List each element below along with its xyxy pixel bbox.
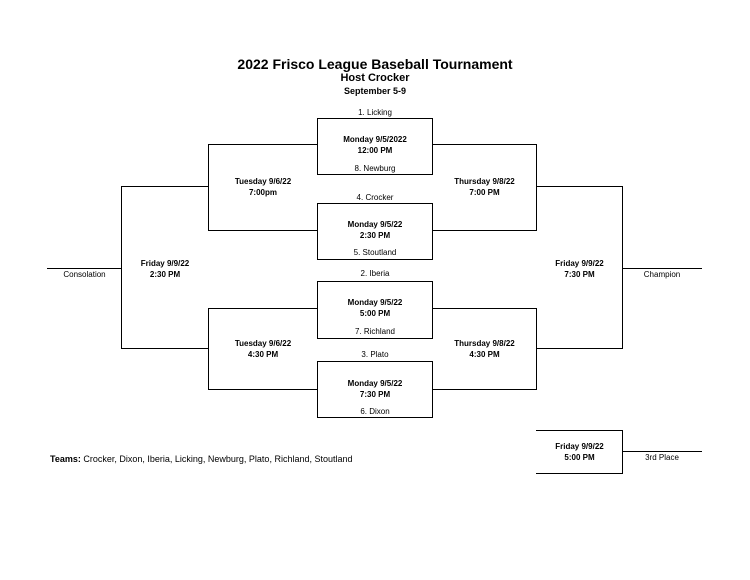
seed-label: 6. Dixon — [360, 407, 390, 416]
game-time: 12:00 PM — [357, 146, 393, 155]
line — [121, 186, 122, 349]
teams-list: Teams: Crocker, Dixon, Iberia, Licking, … — [50, 454, 353, 464]
line — [432, 118, 433, 174]
game-label: Monday 9/5/22 7:30 PM — [317, 378, 433, 400]
game-day: Monday 9/5/22 — [347, 220, 403, 229]
game-time: 7:00 PM — [469, 188, 500, 197]
line — [622, 430, 623, 474]
teams-label: Teams: — [50, 454, 81, 464]
game-day: Thursday 9/8/22 — [454, 339, 515, 348]
game-label: Tuesday 9/6/22 7:00pm — [208, 176, 318, 198]
game-time: 7:00pm — [248, 188, 277, 197]
line — [317, 118, 433, 119]
game-label: Friday 9/9/22 5:00 PM — [536, 441, 623, 463]
game-label: Tuesday 9/6/22 4:30 PM — [208, 338, 318, 360]
game-time: 5:00 PM — [564, 453, 595, 462]
line — [208, 308, 318, 309]
seed-label: 1. Licking — [358, 108, 392, 117]
game-day: Monday 9/5/22 — [347, 298, 403, 307]
game-time: 4:30 PM — [469, 350, 500, 359]
line — [317, 174, 433, 175]
line — [317, 203, 433, 204]
seed-label: 4. Crocker — [356, 193, 394, 202]
line — [208, 144, 209, 230]
line — [208, 230, 318, 231]
game-label: Monday 9/5/22 5:00 PM — [317, 297, 433, 319]
line — [317, 417, 433, 418]
dates-label: September 5-9 — [343, 86, 407, 96]
third-place-label: 3rd Place — [645, 453, 679, 462]
line — [208, 389, 318, 390]
game-label: Thursday 9/8/22 4:30 PM — [432, 338, 537, 360]
line — [317, 118, 318, 174]
line — [432, 230, 537, 231]
game-label: Monday 9/5/2022 12:00 PM — [317, 134, 433, 156]
line — [208, 144, 318, 145]
consolation-label: Consolation — [63, 270, 106, 279]
line — [317, 281, 433, 282]
game-time: 7:30 PM — [359, 390, 391, 399]
game-day: Friday 9/9/22 — [555, 442, 604, 451]
seed-label: 7. Richland — [354, 327, 396, 336]
game-label: Thursday 9/8/22 7:00 PM — [432, 176, 537, 198]
line — [432, 203, 433, 259]
game-label: Friday 9/9/22 2:30 PM — [121, 258, 209, 280]
line — [536, 144, 537, 230]
line — [317, 259, 433, 260]
line — [536, 348, 623, 349]
seed-label: 3. Plato — [361, 350, 389, 359]
line — [47, 268, 122, 269]
line — [317, 281, 318, 338]
game-day: Friday 9/9/22 — [555, 259, 604, 268]
game-day: Friday 9/9/22 — [140, 259, 190, 268]
line — [317, 361, 433, 362]
seed-label: 5. Stoutland — [353, 248, 397, 257]
seed-label: 2. Iberia — [360, 269, 390, 278]
line — [622, 451, 702, 452]
champion-label: Champion — [643, 270, 681, 279]
line — [622, 186, 623, 349]
line — [121, 186, 209, 187]
line — [317, 338, 433, 339]
game-time: 4:30 PM — [247, 350, 279, 359]
game-label: Friday 9/9/22 7:30 PM — [536, 258, 623, 280]
teams-names: Crocker, Dixon, Iberia, Licking, Newburg… — [80, 454, 353, 464]
seed-label: 8. Newburg — [354, 164, 396, 173]
game-time: 5:00 PM — [359, 309, 391, 318]
game-day: Tuesday 9/6/22 — [234, 177, 292, 186]
line — [432, 281, 433, 338]
tournament-title: 2022 Frisco League Baseball Tournament — [237, 56, 513, 72]
game-time: 2:30 PM — [359, 231, 391, 240]
line — [536, 430, 623, 431]
game-label: Monday 9/5/22 2:30 PM — [317, 219, 433, 241]
line — [432, 144, 537, 145]
game-time: 7:30 PM — [564, 270, 595, 279]
game-time: 2:30 PM — [149, 270, 181, 279]
game-day: Tuesday 9/6/22 — [234, 339, 292, 348]
line — [432, 308, 537, 309]
line — [536, 473, 623, 474]
line — [536, 186, 623, 187]
line — [622, 268, 702, 269]
host-label: Host Crocker — [340, 72, 410, 84]
line — [317, 203, 318, 259]
game-day: Thursday 9/8/22 — [454, 177, 515, 186]
line — [432, 389, 537, 390]
game-day: Monday 9/5/2022 — [343, 135, 407, 144]
line — [121, 348, 209, 349]
game-day: Monday 9/5/22 — [347, 379, 403, 388]
